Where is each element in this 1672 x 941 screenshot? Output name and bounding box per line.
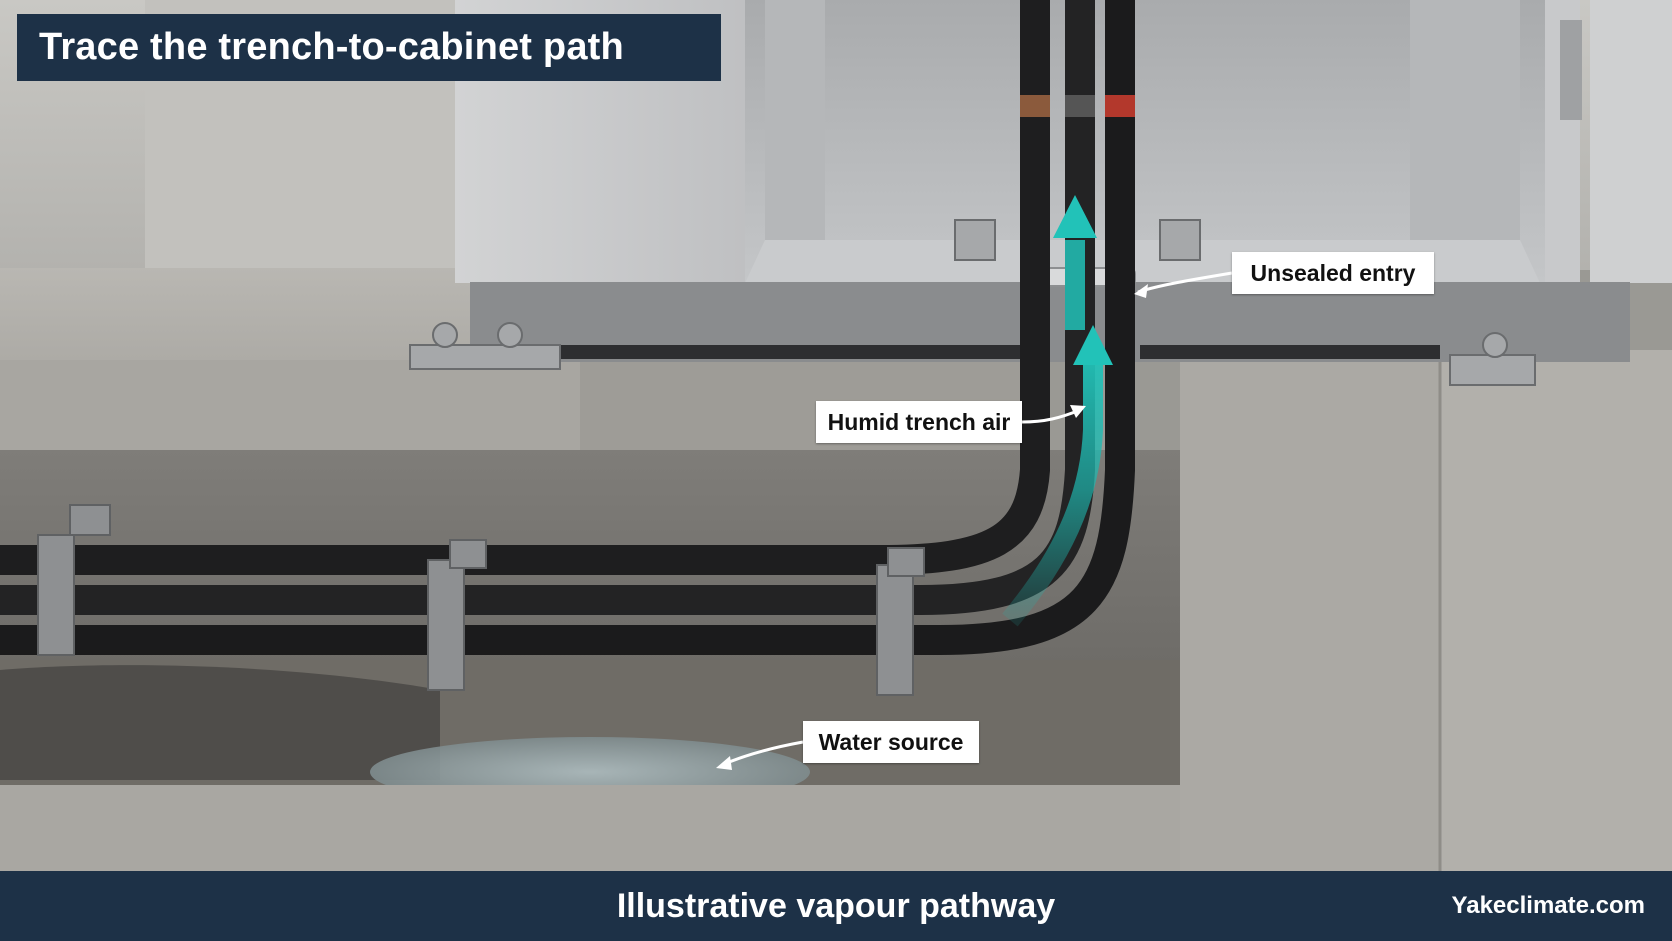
footer-banner: Illustrative vapour pathway Yakeclimate.… xyxy=(0,871,1672,941)
title-text: Trace the trench-to-cabinet path xyxy=(39,26,624,68)
callout-water-source-label: Water source xyxy=(818,728,964,755)
callout-unsealed-entry: Unsealed entry xyxy=(1232,252,1434,294)
callout-unsealed-entry-label: Unsealed entry xyxy=(1250,259,1416,286)
footer-caption: Illustrative vapour pathway xyxy=(616,886,1056,925)
callout-humid-trench-air-label: Humid trench air xyxy=(827,408,1011,435)
title-banner: Trace the trench-to-cabinet path xyxy=(17,14,721,81)
footer-brand: Yakeclimate.com xyxy=(1451,892,1645,919)
callout-water-source: Water source xyxy=(803,721,979,763)
callout-humid-trench-air: Humid trench air xyxy=(816,401,1022,443)
